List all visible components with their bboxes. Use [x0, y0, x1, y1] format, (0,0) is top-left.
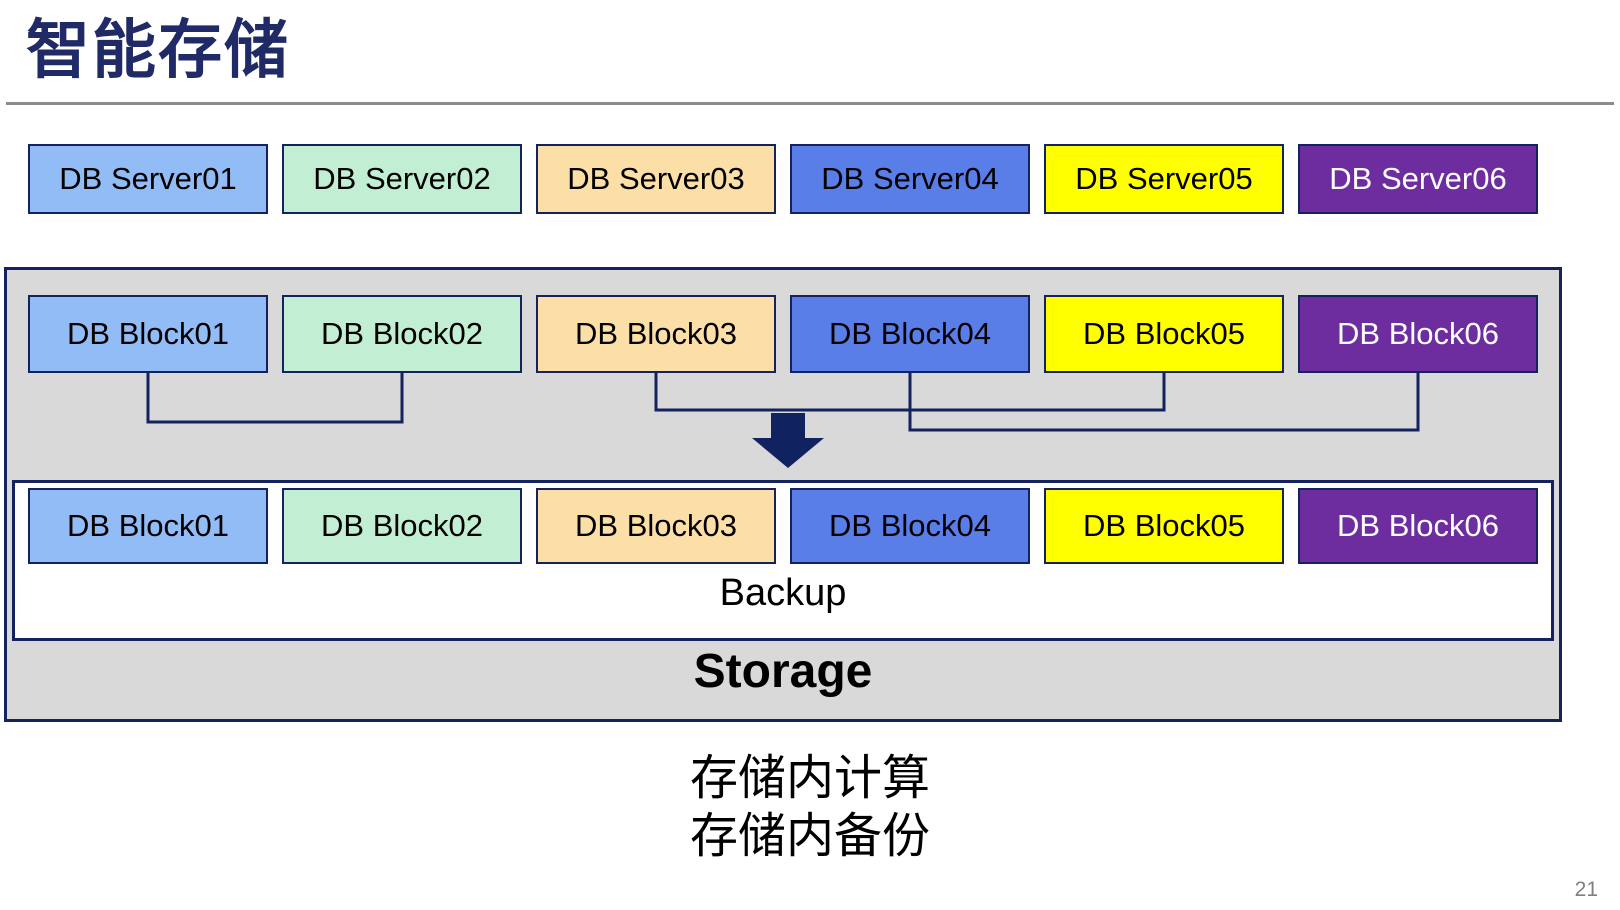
page-title: 智能存储	[26, 14, 290, 86]
block-bottom-03: DB Block03	[536, 488, 776, 564]
page-number: 21	[1574, 878, 1598, 901]
block-top-03: DB Block03	[536, 295, 776, 373]
backup-label: Backup	[719, 572, 847, 614]
block-top-05: DB Block05	[1044, 295, 1284, 373]
server-box-04: DB Server04	[790, 144, 1030, 214]
block-bottom-05: DB Block05	[1044, 488, 1284, 564]
block-top-04: DB Block04	[790, 295, 1030, 373]
block-bottom-01: DB Block01	[28, 488, 268, 564]
db-block-row-top: DB Block01 DB Block02 DB Block03 DB Bloc…	[28, 295, 1538, 373]
server-box-02: DB Server02	[282, 144, 522, 214]
block-bottom-06: DB Block06	[1298, 488, 1538, 564]
block-top-01: DB Block01	[28, 295, 268, 373]
server-box-05: DB Server05	[1044, 144, 1284, 214]
server-box-01: DB Server01	[28, 144, 268, 214]
server-box-03: DB Server03	[536, 144, 776, 214]
storage-label: Storage	[693, 645, 873, 698]
db-server-row: DB Server01 DB Server02 DB Server03 DB S…	[28, 144, 1538, 214]
block-bottom-02: DB Block02	[282, 488, 522, 564]
server-box-06: DB Server06	[1298, 144, 1538, 214]
block-top-06: DB Block06	[1298, 295, 1538, 373]
caption-line-2: 存储内备份	[689, 810, 930, 863]
title-divider	[6, 102, 1614, 105]
block-bottom-04: DB Block04	[790, 488, 1030, 564]
db-block-row-bottom: DB Block01 DB Block02 DB Block03 DB Bloc…	[28, 488, 1538, 564]
block-top-02: DB Block02	[282, 295, 522, 373]
caption: 存储内计算 存储内备份	[0, 750, 1620, 866]
backup-box	[12, 480, 1554, 641]
caption-line-1: 存储内计算	[689, 752, 930, 805]
